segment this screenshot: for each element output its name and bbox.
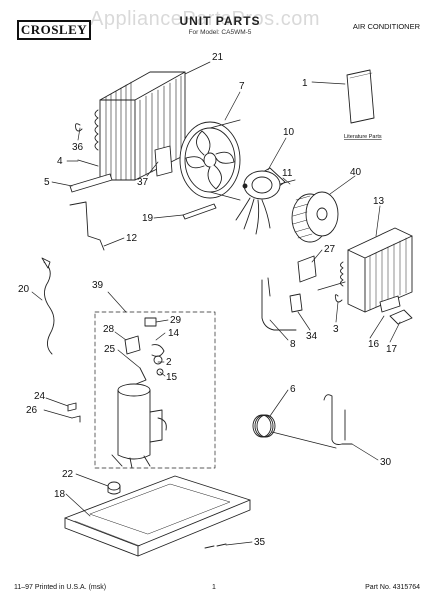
literature-booklet bbox=[346, 69, 375, 124]
print-info: 11–97 Printed in U.S.A. (msk) bbox=[14, 584, 107, 591]
title-block: UNIT PARTS For Model: CA5WM-5 bbox=[150, 14, 290, 36]
callout-36: 36 bbox=[72, 142, 84, 153]
callout-8: 8 bbox=[290, 339, 296, 350]
callout-27: 27 bbox=[324, 244, 336, 255]
callout-11: 11 bbox=[282, 168, 293, 179]
callout-18: 18 bbox=[54, 489, 66, 500]
callout-28: 28 bbox=[103, 324, 115, 335]
watermark: AppliancePartsPros.com bbox=[90, 8, 320, 30]
callout-19: 19 bbox=[142, 213, 154, 224]
brand-logo: CROSLEY bbox=[17, 20, 91, 40]
product-label: AIR CONDITIONER bbox=[352, 22, 420, 31]
callout-20: 20 bbox=[18, 284, 30, 295]
callout-4: 4 bbox=[57, 156, 63, 167]
page-number: 1 bbox=[212, 584, 216, 591]
callout-26: 26 bbox=[26, 405, 38, 416]
callout-3: 3 bbox=[333, 324, 339, 335]
callout-17: 17 bbox=[386, 344, 398, 355]
page-title: UNIT PARTS bbox=[179, 14, 261, 28]
literature-parts-label: Literature Parts bbox=[344, 134, 382, 140]
callout-21: 21 bbox=[212, 52, 224, 63]
tube-assembly bbox=[252, 394, 353, 449]
callout-13: 13 bbox=[373, 196, 385, 207]
callout-1: 1 bbox=[302, 78, 308, 89]
callout-14: 14 bbox=[168, 328, 180, 339]
power-cord bbox=[41, 257, 55, 355]
callout-37: 37 bbox=[137, 177, 149, 188]
base-pan bbox=[64, 475, 251, 557]
callout-12: 12 bbox=[126, 233, 138, 244]
callout-6: 6 bbox=[290, 384, 296, 395]
evaporator-coil bbox=[340, 227, 413, 313]
callout-40: 40 bbox=[350, 167, 362, 178]
tubing-and-brackets bbox=[261, 255, 413, 331]
callout-22: 22 bbox=[62, 469, 74, 480]
model-subtitle: For Model: CA5WM-5 bbox=[188, 29, 252, 36]
callout-39: 39 bbox=[92, 280, 104, 291]
callout-24: 24 bbox=[34, 391, 46, 402]
callout-16: 16 bbox=[368, 339, 380, 350]
blower-wheel bbox=[291, 191, 339, 243]
callout-labels: 21 7 1 36 10 4 11 40 5 37 13 19 12 27 20… bbox=[18, 52, 398, 548]
callout-15: 15 bbox=[166, 372, 178, 383]
callout-2: 2 bbox=[166, 357, 172, 368]
fan-motor bbox=[235, 167, 296, 235]
callout-35: 35 bbox=[254, 537, 266, 548]
callout-5: 5 bbox=[44, 177, 50, 188]
callout-25: 25 bbox=[104, 344, 116, 355]
leader-lines bbox=[31, 61, 401, 546]
compressor-mounts bbox=[67, 402, 121, 495]
callout-29: 29 bbox=[170, 315, 182, 326]
small-parts-left bbox=[69, 123, 217, 251]
screws bbox=[204, 543, 227, 549]
callout-30: 30 bbox=[380, 457, 392, 468]
part-number: Part No. 4315764 bbox=[365, 584, 420, 591]
compressor-assembly bbox=[94, 311, 216, 469]
fan-shroud bbox=[179, 119, 241, 201]
callout-7: 7 bbox=[239, 81, 245, 92]
callout-34: 34 bbox=[306, 331, 318, 342]
callout-10: 10 bbox=[283, 127, 295, 138]
